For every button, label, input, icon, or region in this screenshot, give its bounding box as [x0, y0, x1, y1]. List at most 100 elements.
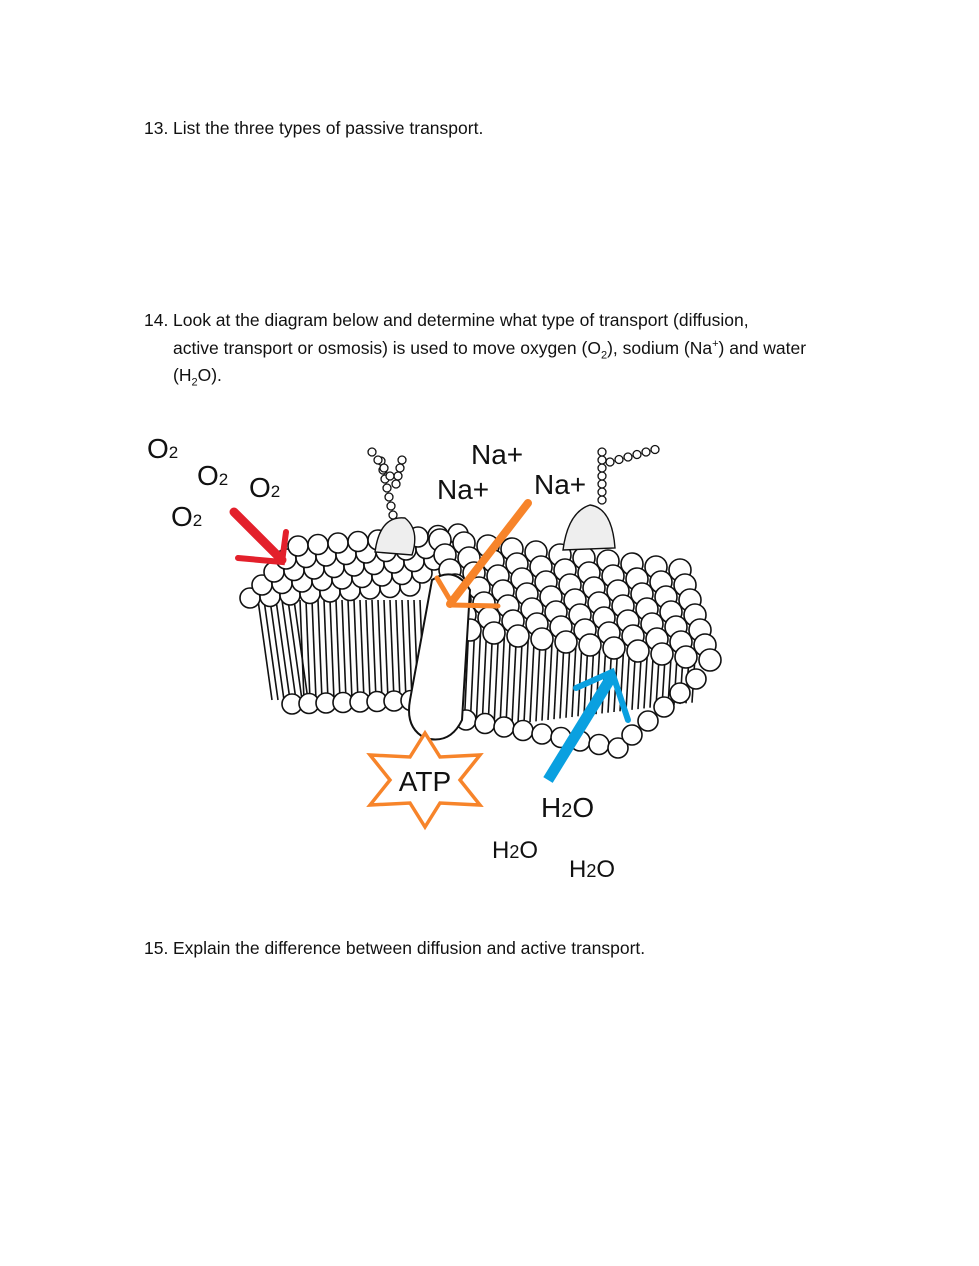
carbohydrate-bead [623, 452, 633, 462]
sodium-label: Na+ [534, 469, 586, 500]
lipid-tail [395, 599, 401, 701]
oxygen-arrow [229, 507, 289, 566]
lipid-tail [371, 599, 377, 701]
question-text: List the three types of passive transpor… [173, 118, 484, 138]
phospholipid-head [607, 737, 629, 759]
text: ), sodium (Na [607, 337, 713, 358]
question-text-line-2: active transport or osmosis) is used to … [173, 335, 806, 363]
lipid-tail [359, 599, 365, 701]
carbohydrate-bead [614, 454, 624, 465]
question-number: 13. [144, 118, 169, 138]
phospholipid-head [347, 530, 369, 553]
text: active transport or osmosis) is used to … [173, 337, 601, 358]
carbohydrate-bead [650, 444, 660, 455]
lipid-tail [263, 599, 279, 701]
carbohydrate-bead [382, 483, 392, 493]
phospholipid-head [578, 633, 602, 657]
phospholipid-head [674, 645, 698, 669]
carbohydrate-bead [597, 471, 607, 481]
sodium-label: Na+ [437, 474, 489, 505]
water-label: H2O [541, 792, 594, 823]
text: ) and water [718, 337, 807, 358]
text: O [147, 433, 169, 464]
lipid-tail [389, 599, 395, 701]
text: H [569, 856, 586, 883]
phospholipid-head [653, 696, 675, 718]
lipid-tail [257, 599, 273, 701]
subscript: 2 [191, 376, 198, 389]
phospholipid-head [287, 535, 309, 557]
phospholipid-head [602, 636, 626, 660]
carbohydrate-bead [393, 471, 403, 481]
lipid-tail [311, 599, 317, 701]
phospholipid-head [669, 682, 691, 704]
text: O [596, 856, 615, 883]
glycoprotein-left [374, 517, 416, 556]
carbohydrate-bead [397, 455, 407, 465]
phospholipid-head [554, 630, 578, 654]
lipid-tail [287, 599, 303, 701]
lipid-tail [383, 599, 389, 701]
carbohydrate-bead [597, 487, 607, 497]
question-number: 14. [144, 310, 169, 330]
subscript: 2 [561, 800, 572, 822]
water-arrow [543, 667, 631, 783]
superscript: + [712, 337, 719, 350]
carbohydrate-bead [384, 492, 394, 502]
oxygen-label: O2 [197, 460, 228, 491]
text: O [197, 460, 219, 491]
text: H [492, 837, 509, 864]
subscript: 2 [219, 470, 228, 489]
phospholipid-head [474, 712, 496, 735]
carbohydrate-bead [388, 510, 398, 520]
lipid-tail [377, 599, 383, 701]
sodium-label: Na+ [471, 439, 523, 470]
lipid-tail [281, 599, 297, 701]
question-14: 14. Look at the diagram below and determ… [144, 307, 806, 390]
text: O [572, 792, 594, 823]
atp-label: ATP [399, 766, 451, 797]
question-text-line-3: (H2O). [173, 362, 806, 390]
phospholipid-head [482, 621, 506, 645]
subscript: 2 [193, 511, 202, 530]
lipid-tail [305, 599, 311, 701]
carbohydrate-bead [597, 495, 607, 505]
lipid-tail [347, 599, 353, 701]
subscript: 2 [509, 842, 519, 862]
phospholipid-head [493, 716, 515, 738]
water-label: H2O [569, 856, 615, 883]
channel-protein [408, 573, 472, 741]
lipid-tail [299, 599, 305, 701]
carbohydrate-bead [385, 471, 395, 481]
lipid-tail [335, 599, 341, 701]
carbohydrate-bead [597, 447, 607, 457]
carbohydrate-bead [597, 463, 607, 473]
phospholipid-head [588, 733, 610, 756]
lipid-tail [317, 599, 323, 701]
subscript: 2 [271, 482, 280, 501]
text: O [171, 501, 193, 532]
phospholipid-head [506, 624, 530, 648]
question-13: 13. List the three types of passive tran… [144, 115, 483, 143]
lipid-tail [341, 599, 347, 701]
lipid-tail [407, 599, 413, 701]
text: O [519, 837, 538, 864]
phospholipid-head [637, 710, 659, 732]
phospholipid-head [327, 532, 349, 554]
phospholipid-head [531, 723, 553, 745]
question-text-line-1: Look at the diagram below and determine … [173, 310, 749, 330]
atp-star-icon [366, 729, 484, 831]
lipid-tail [401, 599, 407, 701]
phospholipid-head [685, 668, 707, 690]
phospholipid-head [621, 724, 643, 746]
question-15: 15. Explain the difference between diffu… [144, 935, 645, 963]
lipid-tail [329, 599, 335, 701]
oxygen-label: O2 [249, 472, 280, 503]
phospholipid-head [650, 642, 674, 666]
subscript: 2 [600, 349, 608, 361]
lipid-tail [293, 599, 309, 701]
lipid-tail [269, 599, 285, 701]
text: (H [173, 365, 192, 385]
glycoprotein-right [562, 504, 616, 551]
